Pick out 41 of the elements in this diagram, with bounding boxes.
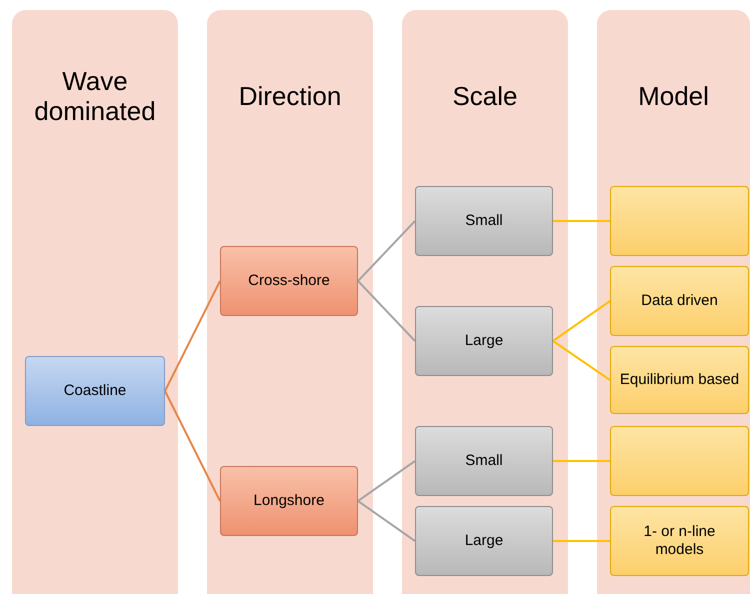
connector-line [164, 280, 221, 392]
column-heading: Direction [238, 82, 342, 112]
column-heading: Wave dominated [33, 67, 157, 127]
box-label: Data driven [641, 292, 718, 310]
connector-line [552, 340, 611, 381]
connector-line [357, 460, 416, 502]
column-heading: Model [638, 82, 709, 112]
process-box [415, 186, 553, 256]
empty-box [610, 186, 749, 256]
connector-line [552, 300, 611, 342]
column-band [402, 10, 568, 594]
connector-line [553, 540, 610, 542]
connector-line [357, 280, 416, 342]
connector-line [164, 390, 221, 502]
empty-box [610, 426, 749, 496]
process-box [415, 506, 553, 576]
column-heading: Scale [452, 82, 518, 112]
column-band [207, 10, 373, 594]
process-box [25, 356, 165, 426]
connector-line [553, 220, 610, 222]
box-label: Large [464, 530, 504, 551]
box-label: Equilibrium based [620, 371, 740, 389]
connector-line [553, 460, 610, 462]
box-label: Large [464, 330, 504, 351]
process-box [220, 246, 358, 316]
box-label: 1- or n-line models [642, 523, 716, 559]
process-box [610, 346, 749, 414]
process-box [220, 466, 358, 536]
box-label: Coastline [64, 380, 126, 401]
connector-line [357, 500, 416, 542]
column-band [597, 10, 750, 594]
process-box [415, 306, 553, 376]
process-box [610, 506, 749, 576]
box-label: Longshore [254, 490, 324, 511]
box-label: Small [465, 450, 503, 471]
process-box [610, 266, 749, 336]
process-box [415, 426, 553, 496]
box-label: Small [465, 210, 503, 231]
box-label: Cross-shore [248, 270, 330, 291]
connector-line [357, 220, 416, 282]
column-band [12, 10, 178, 594]
